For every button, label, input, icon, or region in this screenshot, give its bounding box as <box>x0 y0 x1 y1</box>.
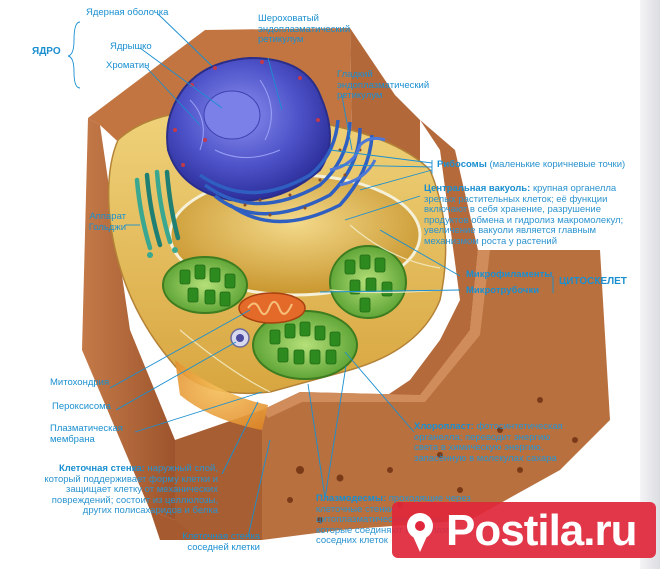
chloroplast-left <box>162 256 248 314</box>
ribosomes-desc: (маленькие коричневые точки) <box>489 159 626 170</box>
nuclear-pores <box>173 60 320 167</box>
chromatin-label: Хроматин <box>106 60 150 71</box>
nucleus <box>166 56 331 202</box>
adjacent-cell-wall-label: Клеточная стенка соседней клетки <box>182 531 260 553</box>
lower-cytoplasm <box>175 360 268 430</box>
cell-wall-label: Клеточная стенка: наружный слой, который… <box>22 463 218 517</box>
cytoskeleton-filaments <box>179 224 441 393</box>
cell-wall-desc: наружный слой, который поддерживает форм… <box>44 463 218 516</box>
leader-lines <box>67 13 554 538</box>
watermark-background <box>392 502 656 558</box>
chromatin-strands <box>189 79 281 158</box>
peroxisome-label: Пероксисома <box>52 401 111 412</box>
ribosomes-title: Рибосомы <box>437 159 487 170</box>
watermark-text: Postila.ru <box>446 506 637 555</box>
chloroplast-label: Хлоропласт: фотосинтетическая органелла;… <box>414 421 564 464</box>
pin-icon <box>407 513 433 552</box>
golgi-apparatus <box>134 169 181 258</box>
mitochondrion-shape <box>238 292 306 324</box>
plasmodesmata-title: Плазмодесмы: <box>316 493 387 504</box>
ribosomes-label: Рибосомы (маленькие коричневые точки) <box>437 159 626 171</box>
plasma-membrane-label: Плазматическая мембрана <box>50 423 123 445</box>
nuclear-envelope-label: Ядерная оболочка <box>86 7 169 18</box>
mitochondrion-label: Митохондрия <box>50 377 110 388</box>
plasmodesmata-desc: проходящие через клеточные стенки цитопл… <box>316 493 471 546</box>
smooth-er-label: Гладкий эндоплазматический ретикулум <box>337 69 430 101</box>
chloroplast-front <box>252 310 358 380</box>
nucleolus-label: Ядрышко <box>110 41 152 52</box>
smooth-er <box>329 136 386 187</box>
chloroplast-title: Хлоропласт: <box>414 421 474 432</box>
rough-er-label: Шероховатый эндоплазматический ретикулум <box>258 13 351 45</box>
vacuole-title: Центральная вакуоль: <box>424 183 531 194</box>
cell-wall-title: Клеточная стенка: <box>58 463 145 474</box>
er-ribosomes <box>243 148 362 217</box>
page-edge-shade <box>640 0 660 569</box>
nucleolus-shape <box>203 90 261 140</box>
vacuole-desc: крупная органелла зрелых растительных кл… <box>424 183 624 247</box>
chloroplast-desc: фотосинтетическая органелла; переводит э… <box>414 421 563 464</box>
plasmodesmata-label: Плазмодесмы: проходящие через клеточные … <box>316 493 484 547</box>
microtubules-label: Микротрубочки <box>466 285 540 296</box>
cytoskeleton-group-label: ЦИТОСКЕЛЕТ <box>559 276 627 287</box>
nucleus-group-label: ЯДРО <box>32 46 61 57</box>
microfilaments-label: Микрофиламенты <box>466 269 553 280</box>
peroxisome-shape <box>230 328 250 348</box>
chloroplast-right <box>329 245 407 319</box>
golgi-label: Аппарат Гольджи <box>88 211 126 233</box>
postila-watermark: Postila.ru <box>392 502 656 558</box>
central-vacuole-label: Центральная вакуоль: крупная органелла з… <box>424 183 638 247</box>
